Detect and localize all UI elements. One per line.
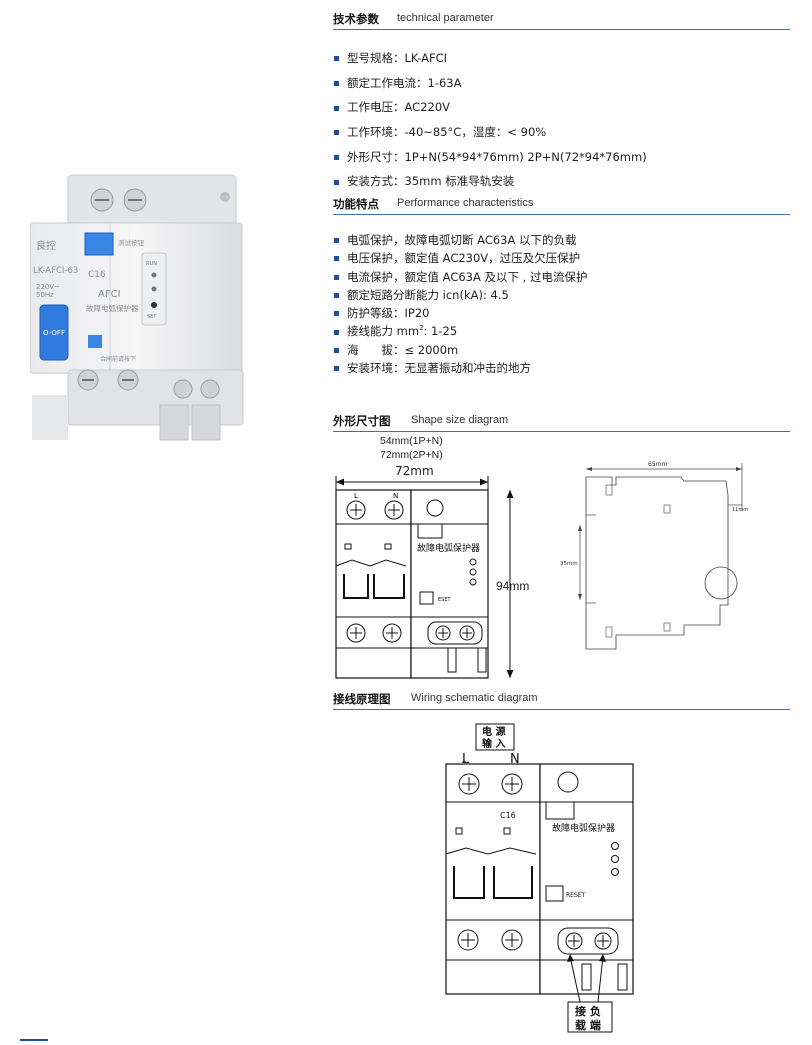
dim-width: 72mm — [395, 464, 434, 478]
reset-key — [88, 335, 102, 348]
set-label: SET — [147, 314, 157, 320]
list-item: 电弧保护，故障电弧切断 AC63A 以下的负载 — [333, 231, 587, 249]
list-item: 海 拔：≤ 2000m — [333, 341, 587, 359]
section-performance-subtitle: Performance characteristics — [397, 197, 534, 209]
front-dimension-drawing: 72mm L N 故障电弧保护器 ESET — [335, 464, 514, 679]
source-label-2: 输 入 — [482, 737, 505, 750]
source-label-1: 电 源 — [482, 725, 505, 738]
list-item: 安装方式：35mm 标准导轨安装 — [333, 169, 647, 194]
list-item: 工作环境：-40~85°C，湿度：< 90% — [333, 120, 647, 145]
section-shape-title: 外形尺寸图 — [333, 414, 391, 428]
list-item: 电流保护，额定值 AC63A 及以下 , 过电流保护 — [333, 268, 587, 286]
toggle-lever — [39, 304, 69, 361]
photo-brand: 良控 — [36, 239, 56, 252]
test-label: 测试按钮 — [118, 238, 145, 247]
section-wiring-title: 接线原理图 — [333, 692, 391, 706]
wiring-reset-label: RESET — [566, 892, 586, 899]
wiring-rating: C16 — [500, 811, 516, 820]
dim-side-depth: 65mm — [648, 461, 667, 468]
list-item: 额定短路分断能力 icn(kA): 4.5 — [333, 286, 587, 304]
photo-freq: 50Hz — [36, 291, 54, 299]
photo-subtitle: 故障电弧保护器 — [86, 303, 139, 313]
dim-height: 94mm — [496, 579, 530, 593]
run-label: RUN — [146, 261, 157, 267]
list-item: 型号规格：LK-AFCI — [333, 46, 647, 71]
list-item: 安装环境：无显著振动和冲击的地方 — [333, 359, 587, 377]
list-item: 工作电压：AC220V — [333, 95, 647, 120]
section-technical-header: 技术参数 technical parameter — [333, 8, 790, 30]
product-photo: 良控 LK-AFCI-63 C16 220V~ 50Hz O-OFF 测试按钮 … — [30, 174, 244, 441]
dim-width-2p: 72mm(2P+N) — [380, 449, 443, 461]
section-shape-subtitle: Shape size diagram — [411, 414, 509, 426]
load-label-2: 载 端 — [575, 1018, 601, 1032]
list-item-wiring: 接线能力 mm2: 1-25 — [333, 322, 587, 340]
toggle-label: O-OFF — [43, 329, 65, 337]
list-item: 电压保护，额定值 AC230V，过压及欠压保护 — [333, 249, 587, 267]
front-reset-label: ESET — [438, 597, 451, 603]
side-dimension-drawing: 65mm 11mm 35mm — [560, 461, 748, 650]
dim-offset: 11mm — [732, 507, 748, 513]
section-technical-title: 技术参数 — [333, 12, 379, 26]
section-performance-title: 功能特点 — [333, 197, 379, 211]
load-label-1: 接 负 — [575, 1004, 601, 1018]
section-shape-header: 外形尺寸图 Shape size diagram — [333, 410, 790, 432]
terminal-n: N — [393, 492, 398, 500]
test-button — [84, 232, 114, 256]
list-item: 额定工作电流：1-63A — [333, 71, 647, 96]
section-performance-header: 功能特点 Performance characteristics — [333, 193, 790, 215]
photo-title: AFCI — [98, 289, 121, 300]
photo-model: LK-AFCI-63 — [33, 266, 78, 276]
footer-accent-line — [20, 1039, 48, 1041]
wiring-diagram: 电 源 输 入 L N C16 故障电弧保护器 RESET 接 负 载 端 — [445, 723, 634, 1033]
section-wiring-header: 接线原理图 Wiring schematic diagram — [333, 688, 790, 710]
list-item: 防护等级：IP20 — [333, 304, 587, 322]
tech-param-list: 型号规格：LK-AFCI 额定工作电流：1-63A 工作电压：AC220V 工作… — [333, 46, 647, 194]
list-item: 外形尺寸：1P+N(54*94*76mm) 2P+N(72*94*76mm) — [333, 145, 647, 170]
photo-rating: C16 — [88, 270, 106, 280]
wiring-neutral-label: N — [510, 752, 520, 767]
photo-voltage: 220V~ — [36, 283, 60, 291]
dim-width-1p: 54mm(1P+N) — [380, 435, 443, 447]
wiring-device-label: 故障电弧保护器 — [552, 822, 615, 834]
section-technical-subtitle: technical parameter — [397, 12, 494, 24]
wiring-line-label: L — [462, 752, 470, 767]
dim-rail: 35mm — [560, 561, 578, 567]
terminal-l: L — [354, 492, 358, 500]
front-device-label: 故障电弧保护器 — [417, 542, 480, 554]
feature-list: 电弧保护，故障电弧切断 AC63A 以下的负载 电压保护，额定值 AC230V，… — [333, 231, 587, 377]
section-wiring-subtitle: Wiring schematic diagram — [411, 692, 538, 704]
reset-hint: 合闸前请按下 — [100, 355, 136, 363]
